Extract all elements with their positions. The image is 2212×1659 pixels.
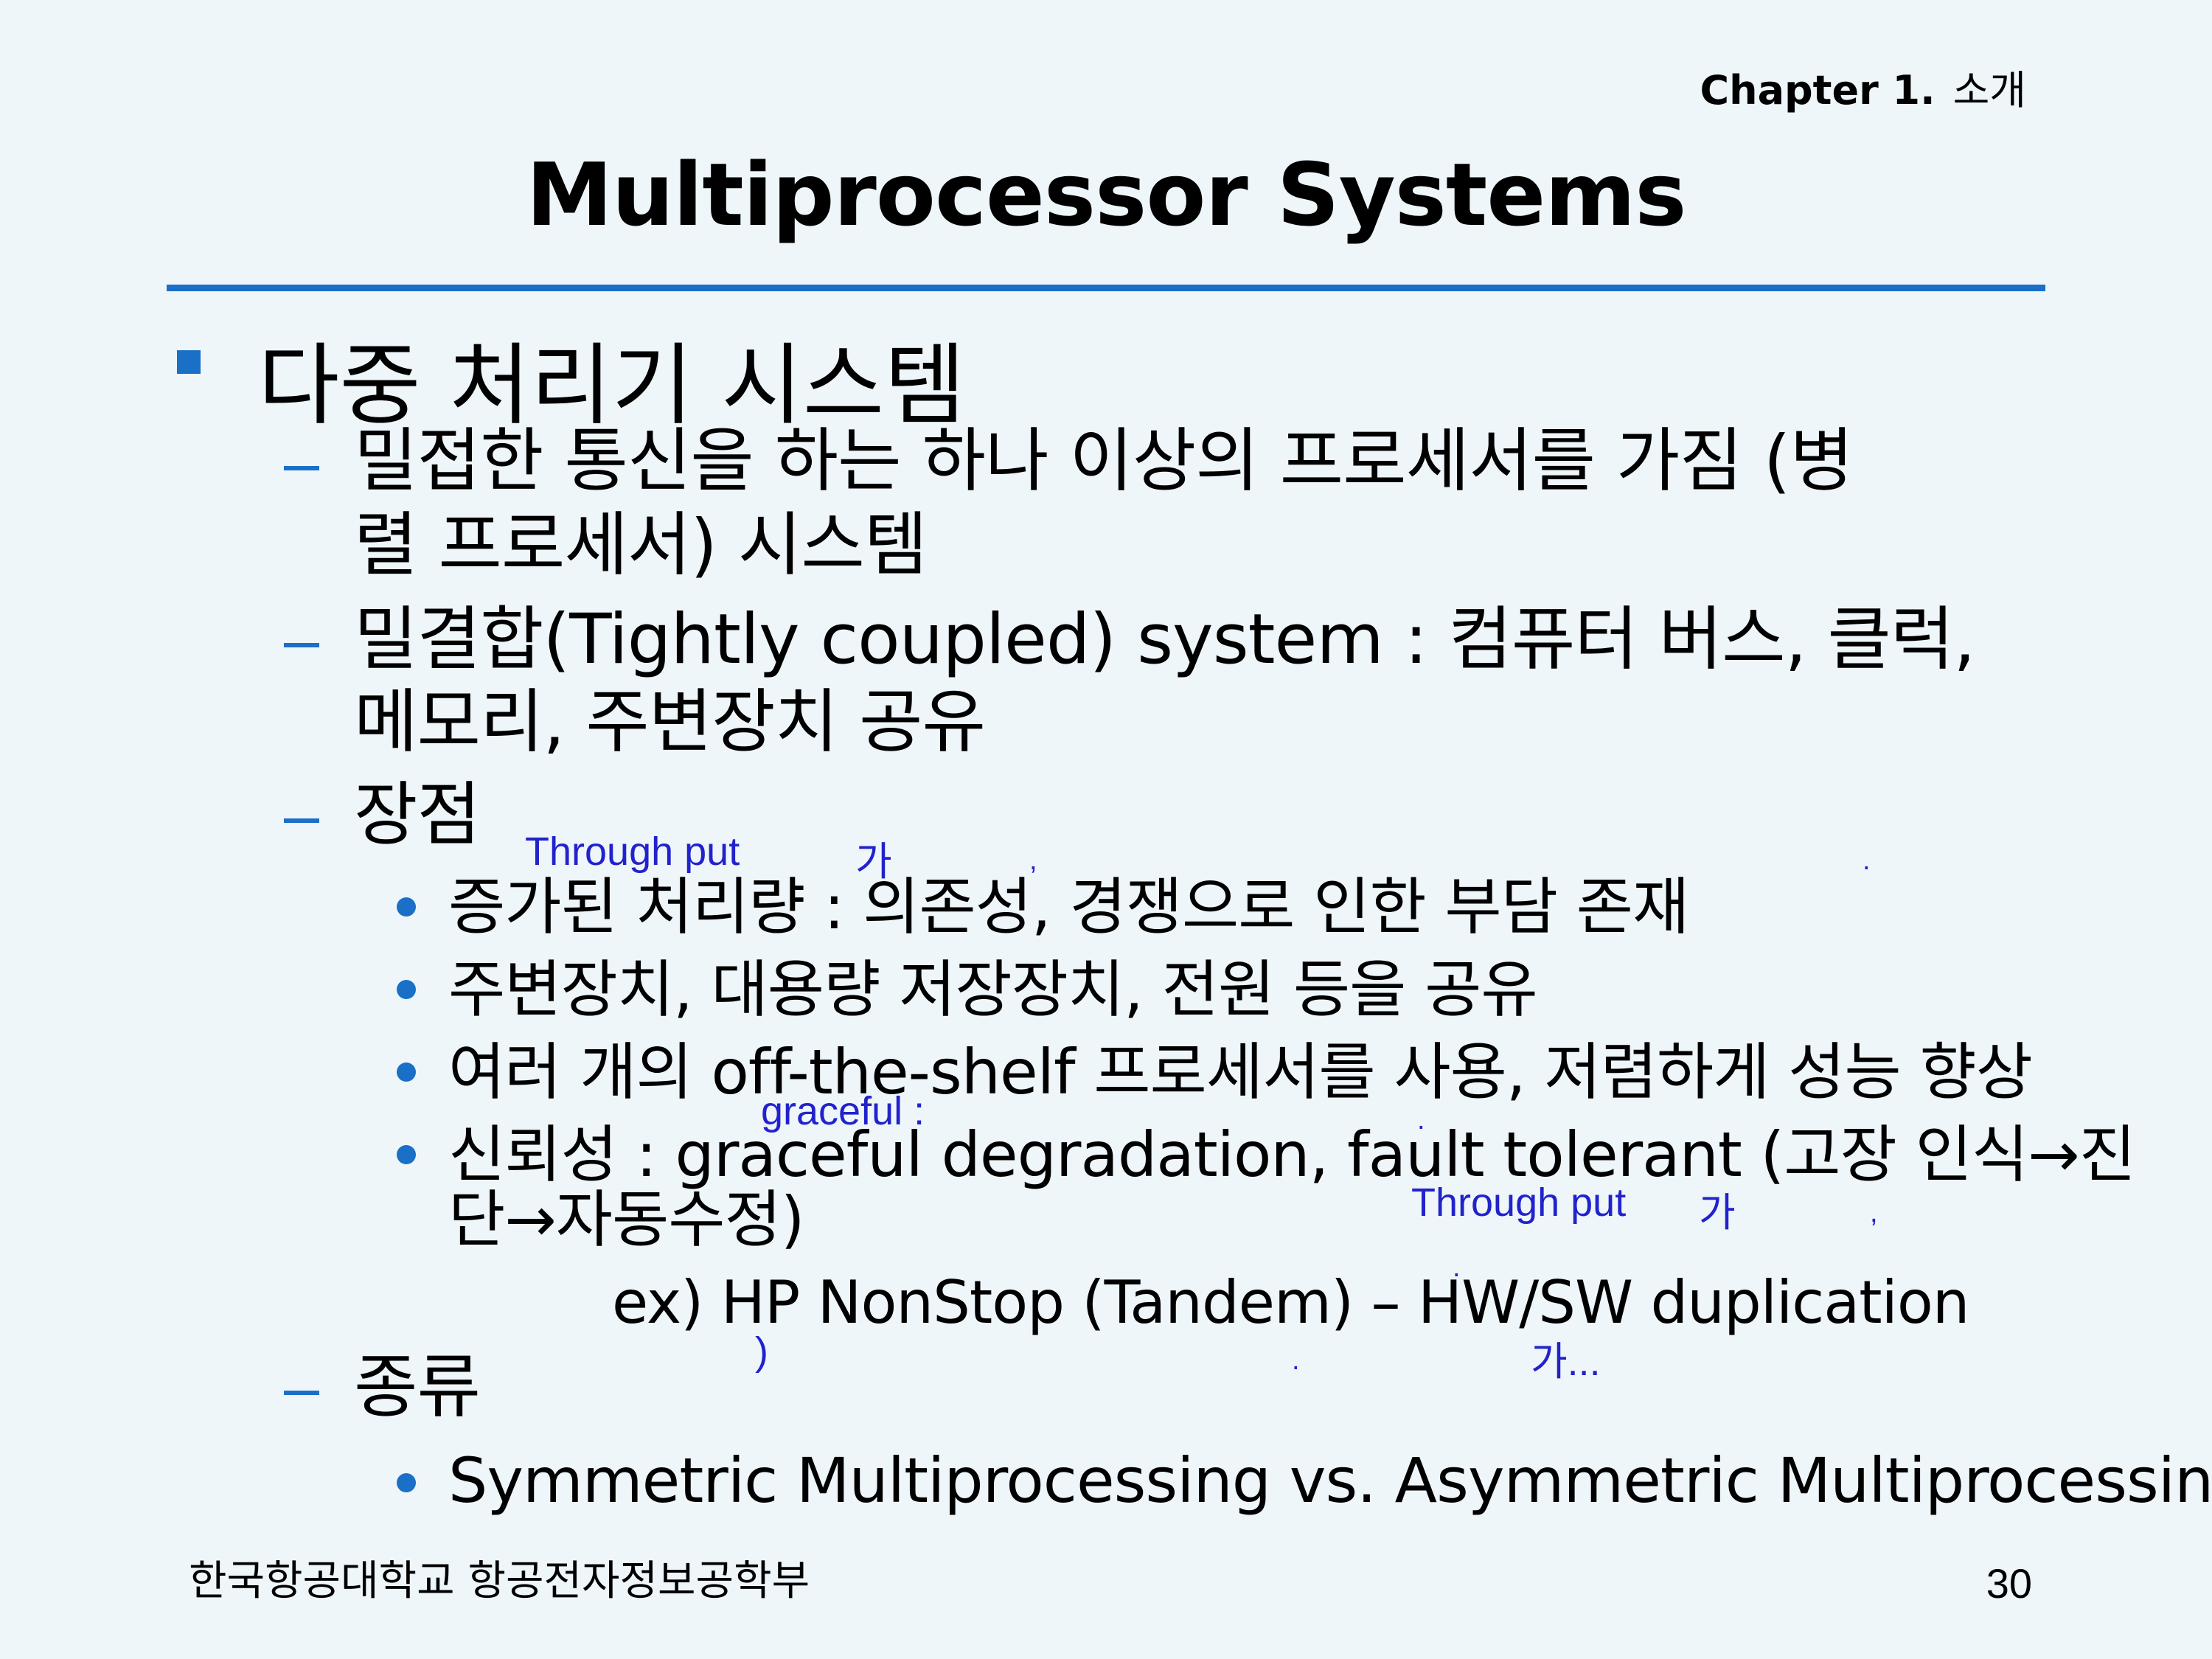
annotation-text: 가 xyxy=(1699,1191,1736,1235)
round-bullet-icon xyxy=(397,1145,416,1164)
annotation-text: 가... xyxy=(1531,1340,1601,1384)
chapter-number: Chapter 1. xyxy=(1700,67,1935,114)
type-item: Symmetric Multiprocessing vs. Asymmetric… xyxy=(448,1444,2212,1517)
annotation-text: Through put xyxy=(1411,1180,1627,1225)
sub-item-text: 메모리, 주변장치 공유 xyxy=(354,682,986,762)
example-text: ex) HP NonStop (Tandem) – HW/SW duplicat… xyxy=(612,1268,1969,1337)
round-bullet-icon xyxy=(397,1062,416,1082)
advantage-item: 여러 개의 off-the-shelf 프로세서를 사용, 저렴하게 성능 향상 xyxy=(448,1036,2033,1108)
round-bullet-icon xyxy=(397,1473,416,1492)
dash-bullet-icon xyxy=(284,818,319,823)
square-bullet-icon xyxy=(177,350,201,374)
page-number: 30 xyxy=(1986,1560,2032,1607)
dash-bullet-icon xyxy=(284,643,319,647)
title-divider xyxy=(167,285,2045,291)
annotation-text: . xyxy=(1453,1252,1461,1283)
sub-item-text: 밀접한 통신을 하는 하나 이상의 프로세서를 가짐 (병 xyxy=(354,421,1854,501)
annotation-text: , xyxy=(1870,1197,1878,1228)
annotation-text: Through put xyxy=(525,830,740,874)
chapter-subtitle: 소개 xyxy=(1952,67,2026,114)
sub-item-text: 장점 xyxy=(354,775,481,855)
sub-item-text: 종류 xyxy=(354,1347,481,1427)
footer-school: 한국항공대학교 항공전자정보공학부 xyxy=(189,1557,810,1605)
dash-bullet-icon xyxy=(284,1391,319,1395)
sub-item-text: 렬 프로세서) 시스템 xyxy=(354,505,928,585)
main-bullet-text: 다중 처리기 시스템 xyxy=(258,335,966,437)
chapter-label: Chapter 1. 소개 xyxy=(1700,58,2027,116)
annotation-text: , xyxy=(1029,845,1037,876)
annotation-text: 가 xyxy=(855,840,892,884)
annotation-text: . xyxy=(1417,1105,1425,1135)
advantage-item: 신뢰성 : graceful degradation, fault tolera… xyxy=(448,1119,2136,1191)
annotation-text: . xyxy=(1863,845,1871,876)
round-bullet-icon xyxy=(397,980,416,999)
advantage-item: 증가된 처리량 : 의존성, 경쟁으로 인한 부담 존재 xyxy=(448,871,1689,943)
slide-title: Multiprocessor Systems xyxy=(526,144,1686,246)
advantage-item: 주변장치, 대용량 저장장치, 전원 등을 공유 xyxy=(448,953,1538,1026)
annotation-text: ) xyxy=(755,1329,768,1374)
annotation-text: . xyxy=(1292,1345,1300,1376)
annotation-text: graceful : xyxy=(761,1089,925,1133)
dash-bullet-icon xyxy=(284,466,319,470)
round-bullet-icon xyxy=(397,897,416,917)
sub-item-text: 밀결합(Tightly coupled) system : 컴퓨터 버스, 클럭… xyxy=(354,599,1975,680)
advantage-item-continuation: 단→자동수정) xyxy=(448,1183,805,1256)
